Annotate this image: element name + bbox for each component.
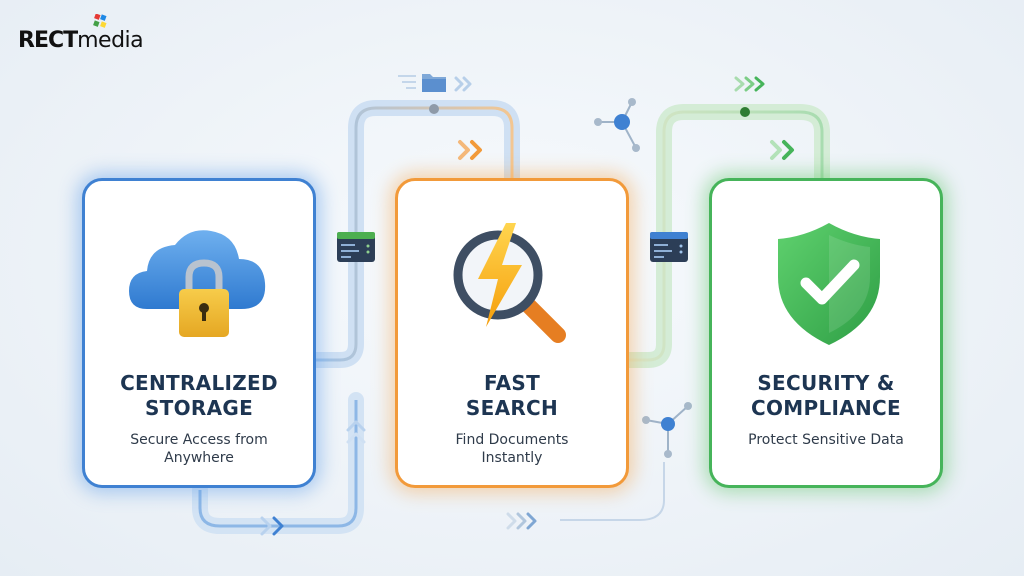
card-title-line: SEARCH xyxy=(465,396,559,420)
card-description-line: Anywhere xyxy=(164,450,234,466)
card-description-line: Instantly xyxy=(481,450,543,466)
connector-orange-bottom xyxy=(560,462,665,521)
card-description-line: Protect Sensitive Data xyxy=(748,432,904,448)
card-description-line: Find Documents xyxy=(455,432,569,448)
card-centralized-storage: CENTRALIZED STORAGE Secure Access from A… xyxy=(82,178,316,488)
card-title: SECURITY & COMPLIANCE xyxy=(712,371,940,421)
logo-word: RECT xyxy=(18,28,78,53)
network-nodes-icon xyxy=(642,402,692,458)
card-title-line: CENTRALIZED xyxy=(120,371,278,395)
logo-sub: media xyxy=(77,28,144,53)
chevron-arrows-icon xyxy=(260,76,794,536)
card-title: FAST SEARCH xyxy=(398,371,626,421)
connector-orange-to-green xyxy=(620,104,830,368)
connector-blue-to-orange xyxy=(308,100,520,368)
folder-icon xyxy=(398,74,446,92)
server-panel-icon xyxy=(337,232,375,262)
server-panel-icon xyxy=(650,232,688,262)
logo-mark-icon xyxy=(93,14,107,28)
card-title-line: SECURITY & xyxy=(757,371,895,395)
connector-node xyxy=(429,104,439,114)
network-nodes-icon xyxy=(594,98,640,152)
card-description: Protect Sensitive Data xyxy=(712,431,940,449)
card-title-line: FAST xyxy=(483,371,541,395)
magnifier-lightning-icon xyxy=(453,223,566,343)
connector-blue-bottom xyxy=(192,392,364,534)
cloud-lock-icon xyxy=(129,230,266,337)
card-title: CENTRALIZED STORAGE xyxy=(85,371,313,421)
card-description-line: Secure Access from xyxy=(130,432,268,448)
card-fast-search: FAST SEARCH Find Documents Instantly xyxy=(395,178,629,488)
card-security-compliance: SECURITY & COMPLIANCE Protect Sensitive … xyxy=(709,178,943,488)
card-title-line: COMPLIANCE xyxy=(751,396,901,420)
card-title-line: STORAGE xyxy=(144,396,254,420)
shield-check-icon xyxy=(778,223,880,345)
card-description: Find Documents Instantly xyxy=(398,431,626,467)
connector-node xyxy=(740,107,750,117)
card-description: Secure Access from Anywhere xyxy=(85,431,313,467)
